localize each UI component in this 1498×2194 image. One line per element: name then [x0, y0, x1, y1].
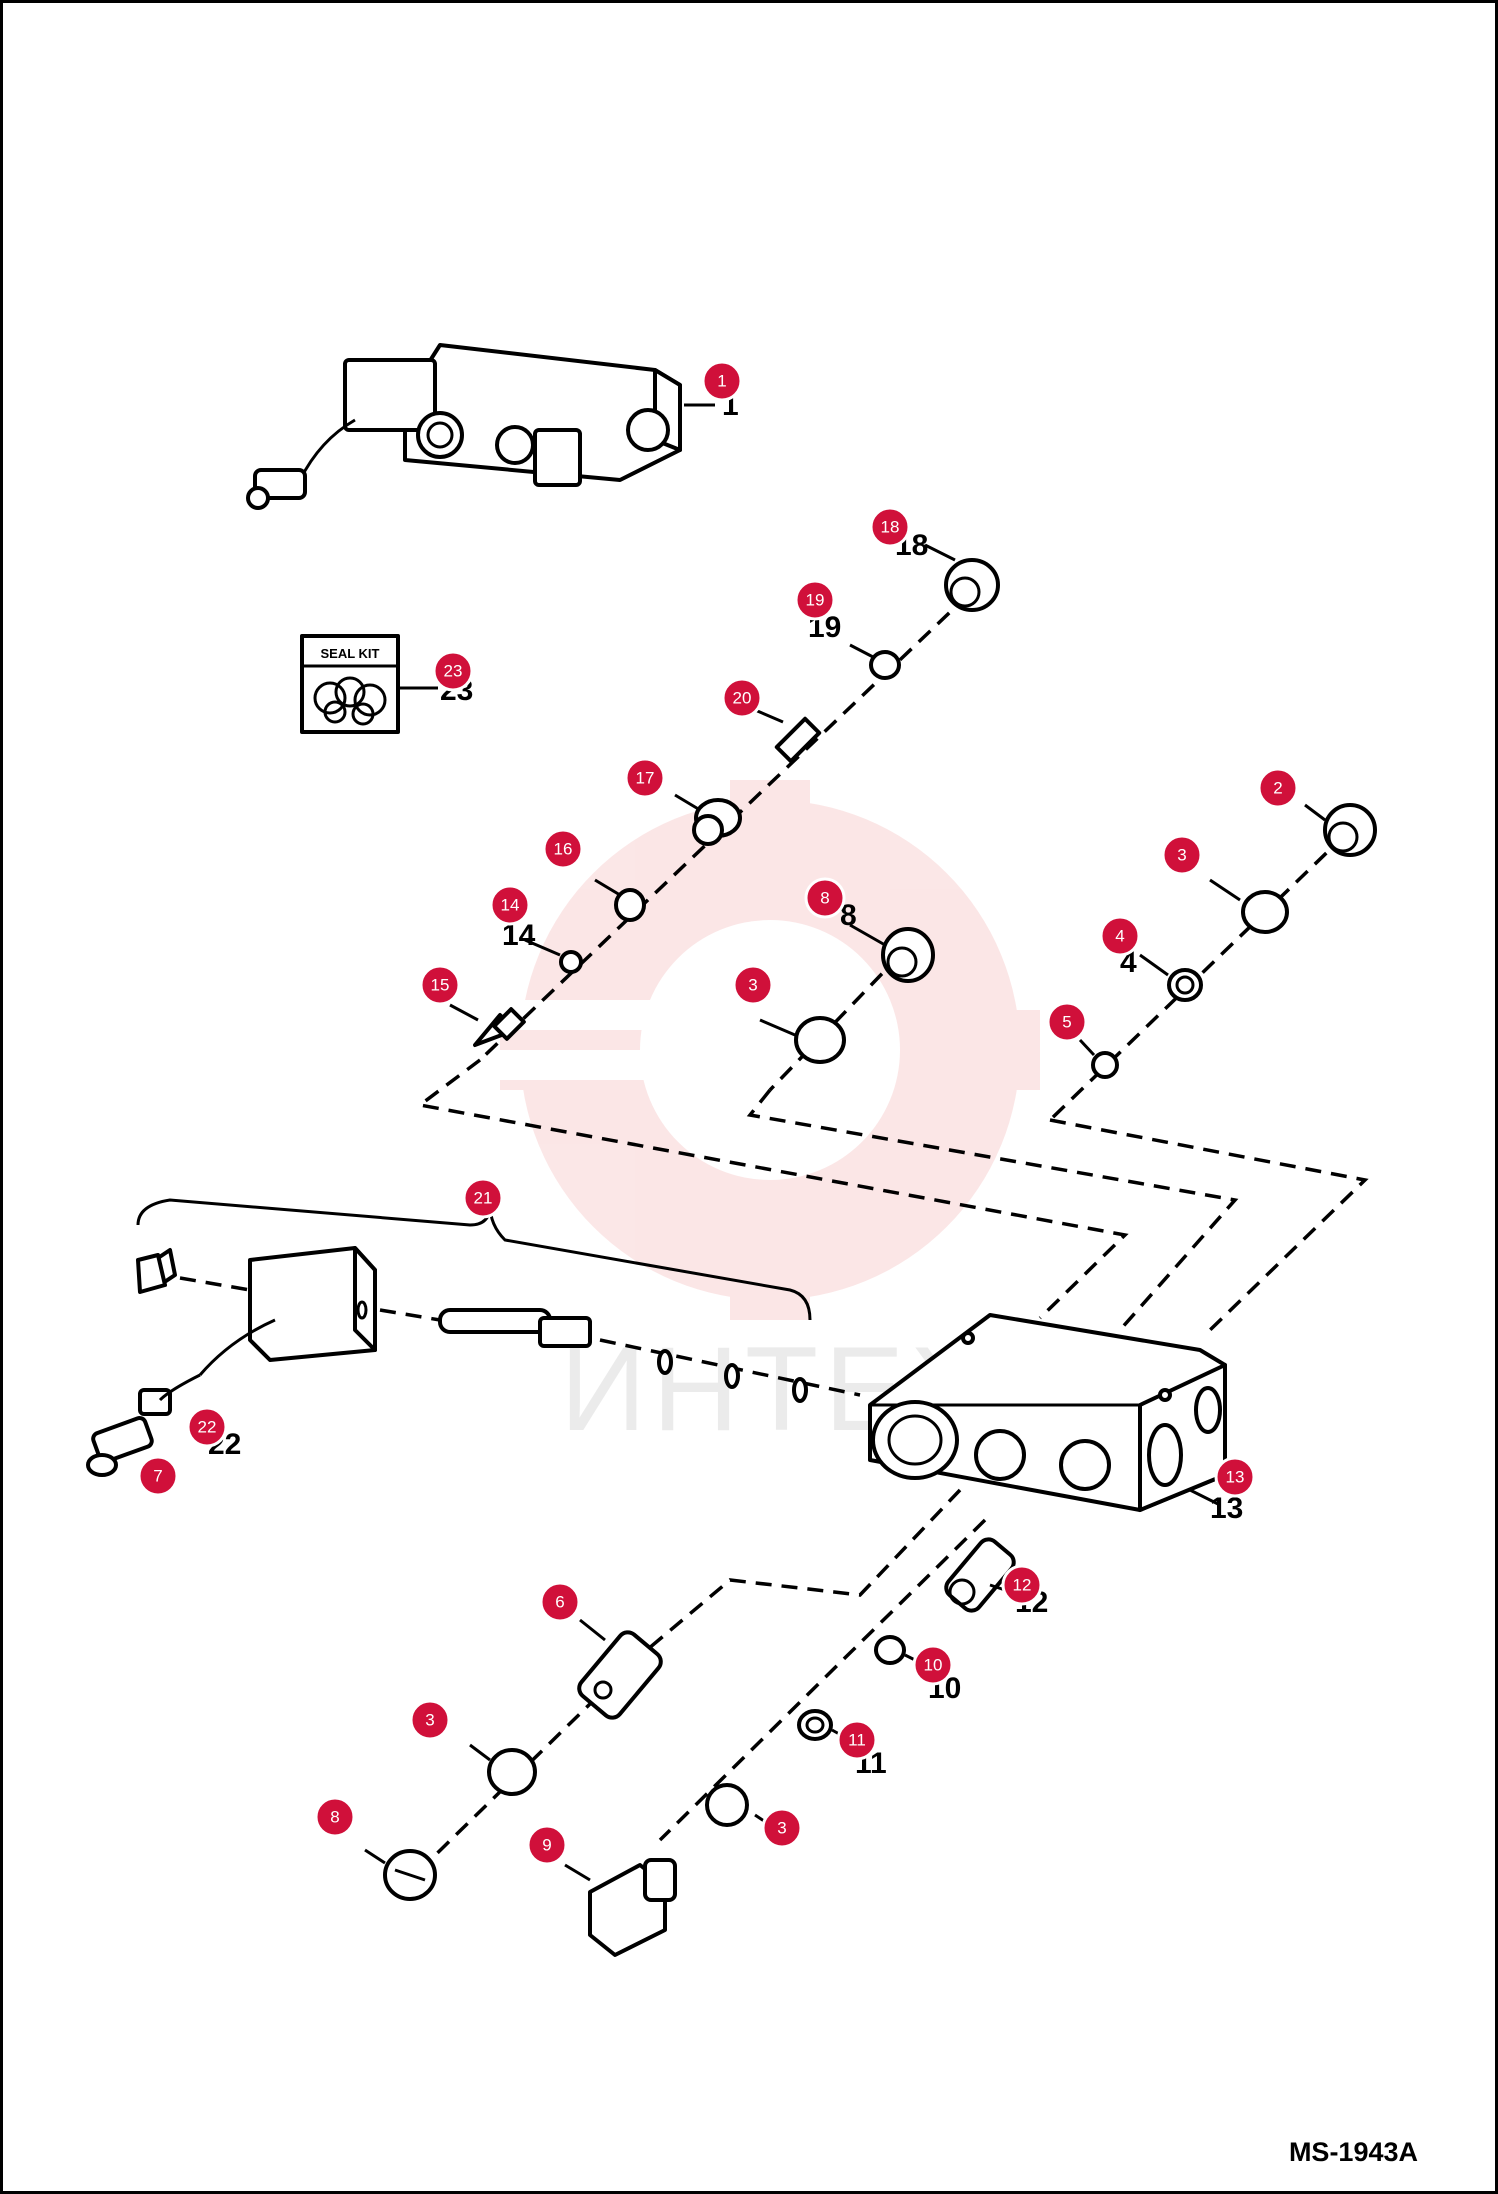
part-9-cartridge — [588, 1858, 677, 1957]
callout-18[interactable]: 18 — [869, 506, 911, 548]
svg-text:18: 18 — [881, 518, 900, 537]
callout-4[interactable]: 4 — [1099, 915, 1141, 957]
part-3-oring-lower-right — [705, 1783, 749, 1827]
callout-badges: 1 18 19 23 20 17 16 14 15 8 3 2 3 4 5 21… — [137, 360, 1299, 1866]
callout-10[interactable]: 10 — [912, 1644, 954, 1686]
svg-text:4: 4 — [1115, 927, 1124, 946]
callout-2[interactable]: 2 — [1257, 767, 1299, 809]
part-numbers: 1 18 19 23 14 8 4 22 13 12 10 11 — [208, 389, 1243, 1780]
seal-kit — [300, 634, 438, 734]
svg-text:2: 2 — [1273, 779, 1282, 798]
svg-text:5: 5 — [1062, 1013, 1071, 1032]
callout-3-right[interactable]: 3 — [1161, 834, 1203, 876]
svg-text:20: 20 — [733, 689, 752, 708]
callout-21[interactable]: 21 — [462, 1177, 504, 1219]
svg-text:1: 1 — [717, 372, 726, 391]
document-code: MS-1943A — [1288, 2137, 1418, 2167]
callout-16[interactable]: 16 — [542, 828, 584, 870]
callout-1[interactable]: 1 — [701, 360, 743, 402]
svg-text:12: 12 — [1013, 1576, 1032, 1595]
part-17-fitting — [692, 798, 742, 846]
callout-3-lower-left[interactable]: 3 — [409, 1699, 451, 1741]
callout-23[interactable]: 23 — [432, 650, 474, 692]
part-11-spring — [797, 1709, 833, 1741]
callout-5[interactable]: 5 — [1046, 1001, 1088, 1043]
svg-text:13: 13 — [1226, 1468, 1245, 1487]
part-8-plug-lower — [383, 1849, 437, 1901]
callout-20[interactable]: 20 — [721, 677, 763, 719]
part-19-nut — [869, 650, 901, 680]
svg-text:22: 22 — [198, 1418, 217, 1437]
svg-text:10: 10 — [924, 1656, 943, 1675]
svg-text:3: 3 — [1177, 846, 1186, 865]
svg-text:19: 19 — [806, 591, 825, 610]
callout-6[interactable]: 6 — [539, 1581, 581, 1623]
part-22-connector — [138, 1373, 201, 1416]
svg-text:6: 6 — [555, 1593, 564, 1612]
part-6-spool — [577, 1630, 663, 1720]
part-20-pin — [774, 716, 822, 764]
part-5-poppet — [1091, 1051, 1119, 1079]
callout-11[interactable]: 11 — [836, 1719, 878, 1761]
svg-text:8: 8 — [820, 889, 829, 908]
callout-8-mid[interactable]: 8 — [804, 877, 846, 919]
part-3-oring-right — [1241, 890, 1289, 934]
part-10-oring — [874, 1635, 906, 1665]
callout-22[interactable]: 22 — [186, 1406, 228, 1448]
svg-text:7: 7 — [153, 1467, 162, 1486]
svg-text:21: 21 — [474, 1189, 493, 1208]
callout-3-mid[interactable]: 3 — [732, 964, 774, 1006]
svg-text:15: 15 — [431, 976, 450, 995]
svg-text:16: 16 — [554, 840, 573, 859]
part-7-terminal — [86, 1416, 154, 1477]
part-14-oring — [559, 950, 583, 974]
callout-9[interactable]: 9 — [526, 1824, 568, 1866]
svg-text:23: 23 — [444, 662, 463, 681]
part-4-spring — [1167, 968, 1203, 1002]
svg-text:14: 14 — [501, 896, 520, 915]
svg-text:11: 11 — [848, 1731, 866, 1750]
part-21-solenoid — [136, 1198, 861, 1403]
svg-text:9: 9 — [542, 1836, 551, 1855]
callout-12[interactable]: 12 — [1001, 1564, 1043, 1606]
part-number-8: 8 — [840, 899, 857, 932]
svg-text:3: 3 — [748, 976, 757, 995]
part-8-plug-mid — [881, 927, 935, 983]
part-3-oring-lower-left — [487, 1748, 537, 1796]
part-3-oring-mid — [794, 1016, 846, 1064]
part-number-13: 13 — [1210, 1492, 1243, 1525]
callout-17[interactable]: 17 — [624, 757, 666, 799]
callout-13[interactable]: 13 — [1214, 1456, 1256, 1498]
callout-3-lower-right[interactable]: 3 — [761, 1807, 803, 1849]
part-16-oring — [614, 888, 646, 922]
seal-kit-label: SEAL KIT — [321, 646, 380, 661]
svg-text:3: 3 — [425, 1711, 434, 1730]
callout-8-lower[interactable]: 8 — [314, 1796, 356, 1838]
valve-assembly-top — [246, 343, 715, 510]
part-2-plug — [1323, 803, 1377, 857]
part-13-valve-block — [868, 1313, 1227, 1512]
svg-text:8: 8 — [330, 1808, 339, 1827]
svg-text:17: 17 — [636, 769, 655, 788]
callout-15[interactable]: 15 — [419, 964, 461, 1006]
leader-lines — [364, 543, 1326, 1882]
svg-text:3: 3 — [777, 1819, 786, 1838]
callout-14[interactable]: 14 — [489, 884, 531, 926]
part-18-plug — [944, 558, 1000, 612]
callout-7[interactable]: 7 — [137, 1455, 179, 1497]
callout-19[interactable]: 19 — [794, 579, 836, 621]
part-15-poppet — [473, 1007, 526, 1047]
